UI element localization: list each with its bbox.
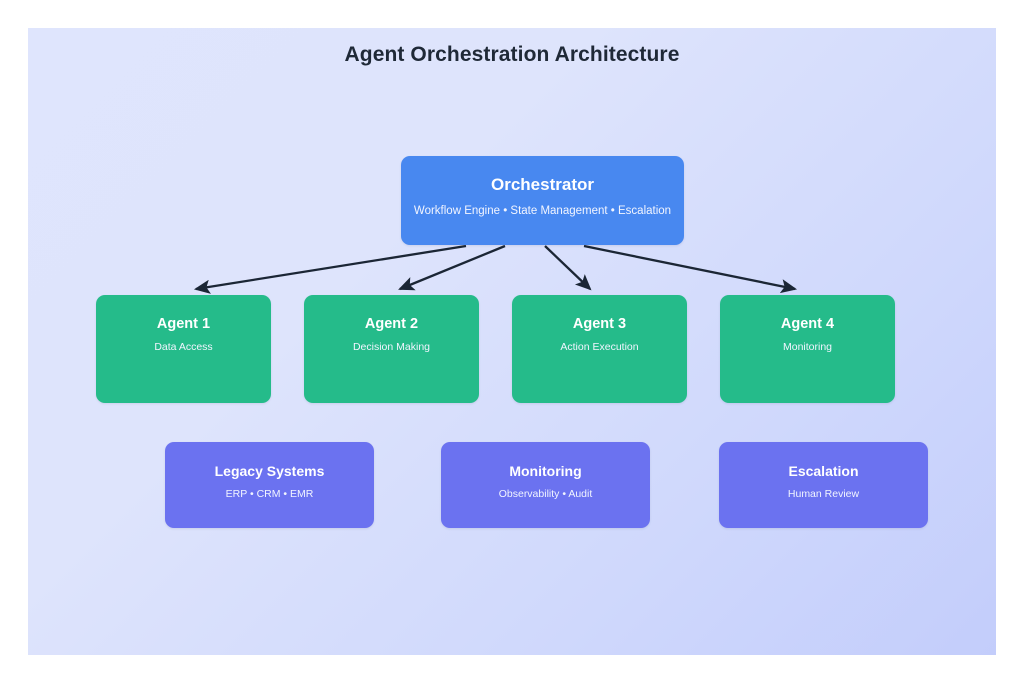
node-agent-1-title: Agent 1	[156, 316, 211, 332]
node-agent-3-title: Agent 3	[572, 316, 627, 332]
connector-orchestrator-to-agent-4	[583, 244, 798, 294]
node-monitoring-title: Monitoring	[509, 463, 582, 479]
node-orchestrator-title: Orchestrator	[491, 175, 594, 194]
node-agent-3[interactable]: Agent 3 Action Execution	[512, 295, 687, 403]
node-agent-2-subtitle: Decision Making	[352, 340, 431, 353]
node-agent-4[interactable]: Agent 4 Monitoring	[720, 295, 895, 403]
node-agent-4-subtitle: Monitoring	[782, 340, 833, 353]
node-monitoring[interactable]: Monitoring Observability • Audit	[441, 442, 650, 528]
node-orchestrator-subtitle: Workflow Engine • State Management • Esc…	[413, 204, 672, 217]
node-agent-4-title: Agent 4	[780, 316, 835, 332]
node-escalation-title: Escalation	[788, 463, 859, 479]
diagram-canvas: Agent Orchestration Architecture Orchest…	[28, 28, 996, 655]
node-escalation[interactable]: Escalation Human Review	[719, 442, 928, 528]
node-legacy-systems-subtitle: ERP • CRM • EMR	[225, 488, 314, 501]
connector-orchestrator-to-agent-1	[193, 244, 467, 294]
connector-orchestrator-to-agent-3	[544, 245, 592, 291]
node-legacy-systems-title: Legacy Systems	[214, 463, 325, 479]
node-agent-2-title: Agent 2	[364, 316, 419, 332]
node-agent-3-subtitle: Action Execution	[560, 340, 639, 353]
node-legacy-systems[interactable]: Legacy Systems ERP • CRM • EMR	[165, 442, 374, 528]
node-agent-1[interactable]: Agent 1 Data Access	[96, 295, 271, 403]
node-orchestrator[interactable]: Orchestrator Workflow Engine • State Man…	[401, 156, 684, 245]
node-agent-2[interactable]: Agent 2 Decision Making	[304, 295, 479, 403]
node-escalation-subtitle: Human Review	[787, 488, 860, 501]
node-agent-1-subtitle: Data Access	[154, 340, 213, 353]
node-monitoring-subtitle: Observability • Audit	[498, 488, 593, 501]
page-title: Agent Orchestration Architecture	[344, 43, 680, 66]
connector-orchestrator-to-agent-2	[398, 244, 506, 291]
